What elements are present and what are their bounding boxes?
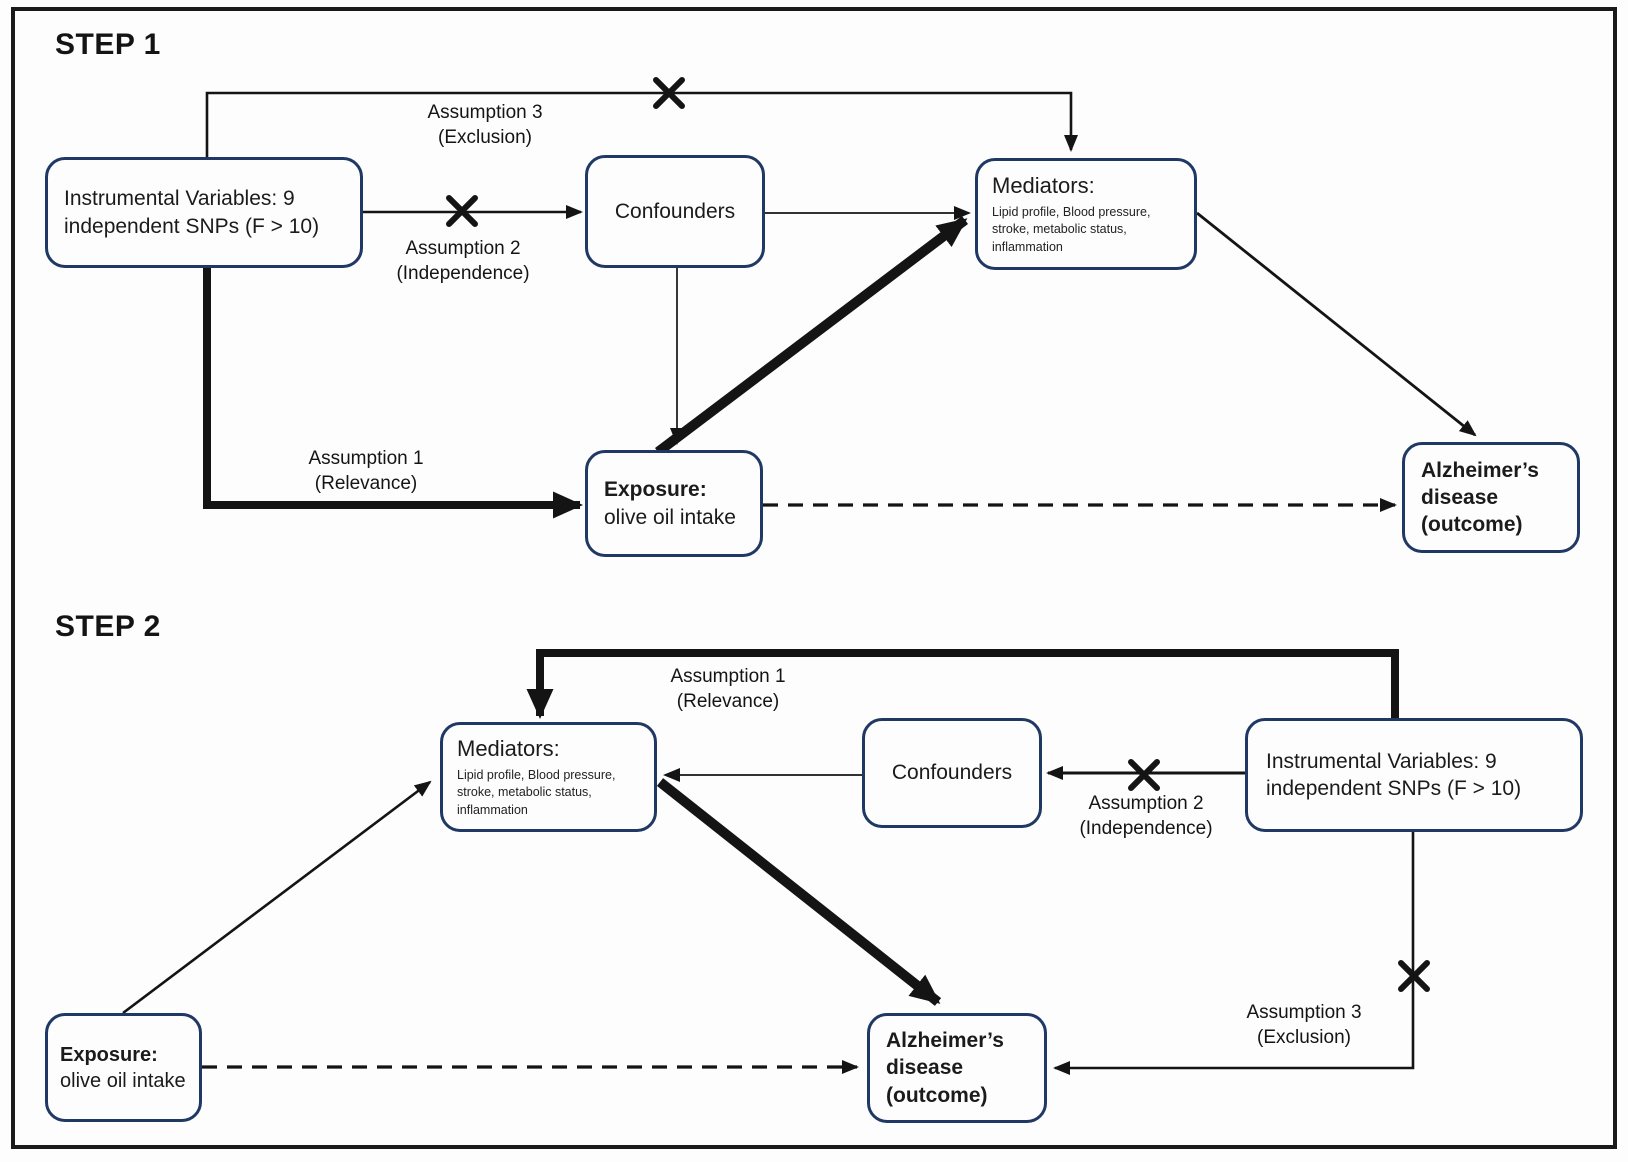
assumption1-line2-step1: (Relevance) [314, 473, 418, 495]
assumption1-line2-step2: (Relevance) [676, 691, 780, 713]
x-mark-independence-step1 [446, 195, 478, 227]
edge-iv-to-mediators-step2 [526, 649, 1399, 719]
assumption3-line2-step2: (Exclusion) [1257, 1027, 1351, 1049]
node-exposure-step2: Exposure: olive oil intake [45, 1013, 202, 1122]
edge-mediators-to-outcome-step2 [656, 778, 942, 1006]
label-assumption1-step1: Assumption 1 (Relevance) [261, 446, 471, 496]
figure-border [11, 7, 1617, 1149]
exposure-body-step1: olive oil intake [604, 505, 736, 529]
node-instrumental-variables-step2: Instrumental Variables: 9 independent SN… [1245, 718, 1583, 832]
edge-exposure-to-mediators-step1 [654, 216, 969, 456]
mediators-body-step1: Lipid profile, Blood pressure, stroke, m… [992, 204, 1151, 254]
label-assumption3-step2: Assumption 3 (Exclusion) [1199, 1000, 1409, 1050]
assumption3-line2-step1: (Exclusion) [438, 127, 532, 149]
node-outcome-step1: Alzheimer’s disease (outcome) [1402, 442, 1580, 553]
exposure-title-step2: Exposure: [60, 1043, 158, 1066]
label-assumption3-step1: Assumption 3 (Exclusion) [380, 100, 590, 150]
assumption3-line1-step2: Assumption 3 [1246, 1002, 1362, 1023]
mediators-body-step2: Lipid profile, Blood pressure, stroke, m… [457, 767, 616, 817]
edge-iv-to-exposure-step1 [203, 268, 583, 519]
edge-iv-to-outcome-step2 [1053, 832, 1415, 1075]
assumption1-line1-step2: Assumption 1 [670, 666, 786, 687]
x-mark-exclusion-step2 [1398, 960, 1430, 992]
label-assumption2-step2: Assumption 2 (Independence) [1041, 791, 1251, 841]
edge-mediators-to-outcome-step1 [1196, 211, 1477, 437]
mediators-title-step2: Mediators: [457, 735, 560, 761]
node-confounders-step2: Confounders [862, 718, 1042, 828]
exposure-title-step1: Exposure: [604, 478, 707, 502]
assumption2-line2-step2: (Independence) [1079, 818, 1213, 840]
label-assumption2-step1: Assumption 2 (Independence) [358, 236, 568, 286]
step1-title: STEP 1 [55, 28, 161, 61]
node-instrumental-variables-step1: Instrumental Variables: 9 independent SN… [45, 157, 363, 268]
node-mediators-step1: Mediators: Lipid profile, Blood pressure… [975, 158, 1197, 270]
edge-iv-to-mediators-top-step1 [205, 91, 1078, 157]
x-mark-exclusion-step1 [653, 77, 685, 109]
edge-exposure-to-mediators-step2 [122, 780, 432, 1015]
assumption2-line1-step2: Assumption 2 [1088, 793, 1204, 814]
assumption3-line1-step1: Assumption 3 [427, 102, 543, 123]
exposure-body-step2: olive oil intake [60, 1069, 186, 1092]
node-exposure-step1: Exposure: olive oil intake [585, 450, 763, 557]
node-confounders-step1: Confounders [585, 155, 765, 268]
label-assumption1-step2: Assumption 1 (Relevance) [623, 664, 833, 714]
step2-title: STEP 2 [55, 610, 161, 643]
node-outcome-step2: Alzheimer’s disease (outcome) [867, 1013, 1047, 1123]
mediators-title-step1: Mediators: [992, 172, 1095, 198]
x-mark-independence-step2 [1128, 759, 1160, 791]
node-mediators-step2: Mediators: Lipid profile, Blood pressure… [440, 722, 657, 832]
assumption1-line1-step1: Assumption 1 [308, 448, 424, 469]
assumption2-line1-step1: Assumption 2 [405, 238, 521, 259]
assumption2-line2-step1: (Independence) [396, 263, 530, 285]
